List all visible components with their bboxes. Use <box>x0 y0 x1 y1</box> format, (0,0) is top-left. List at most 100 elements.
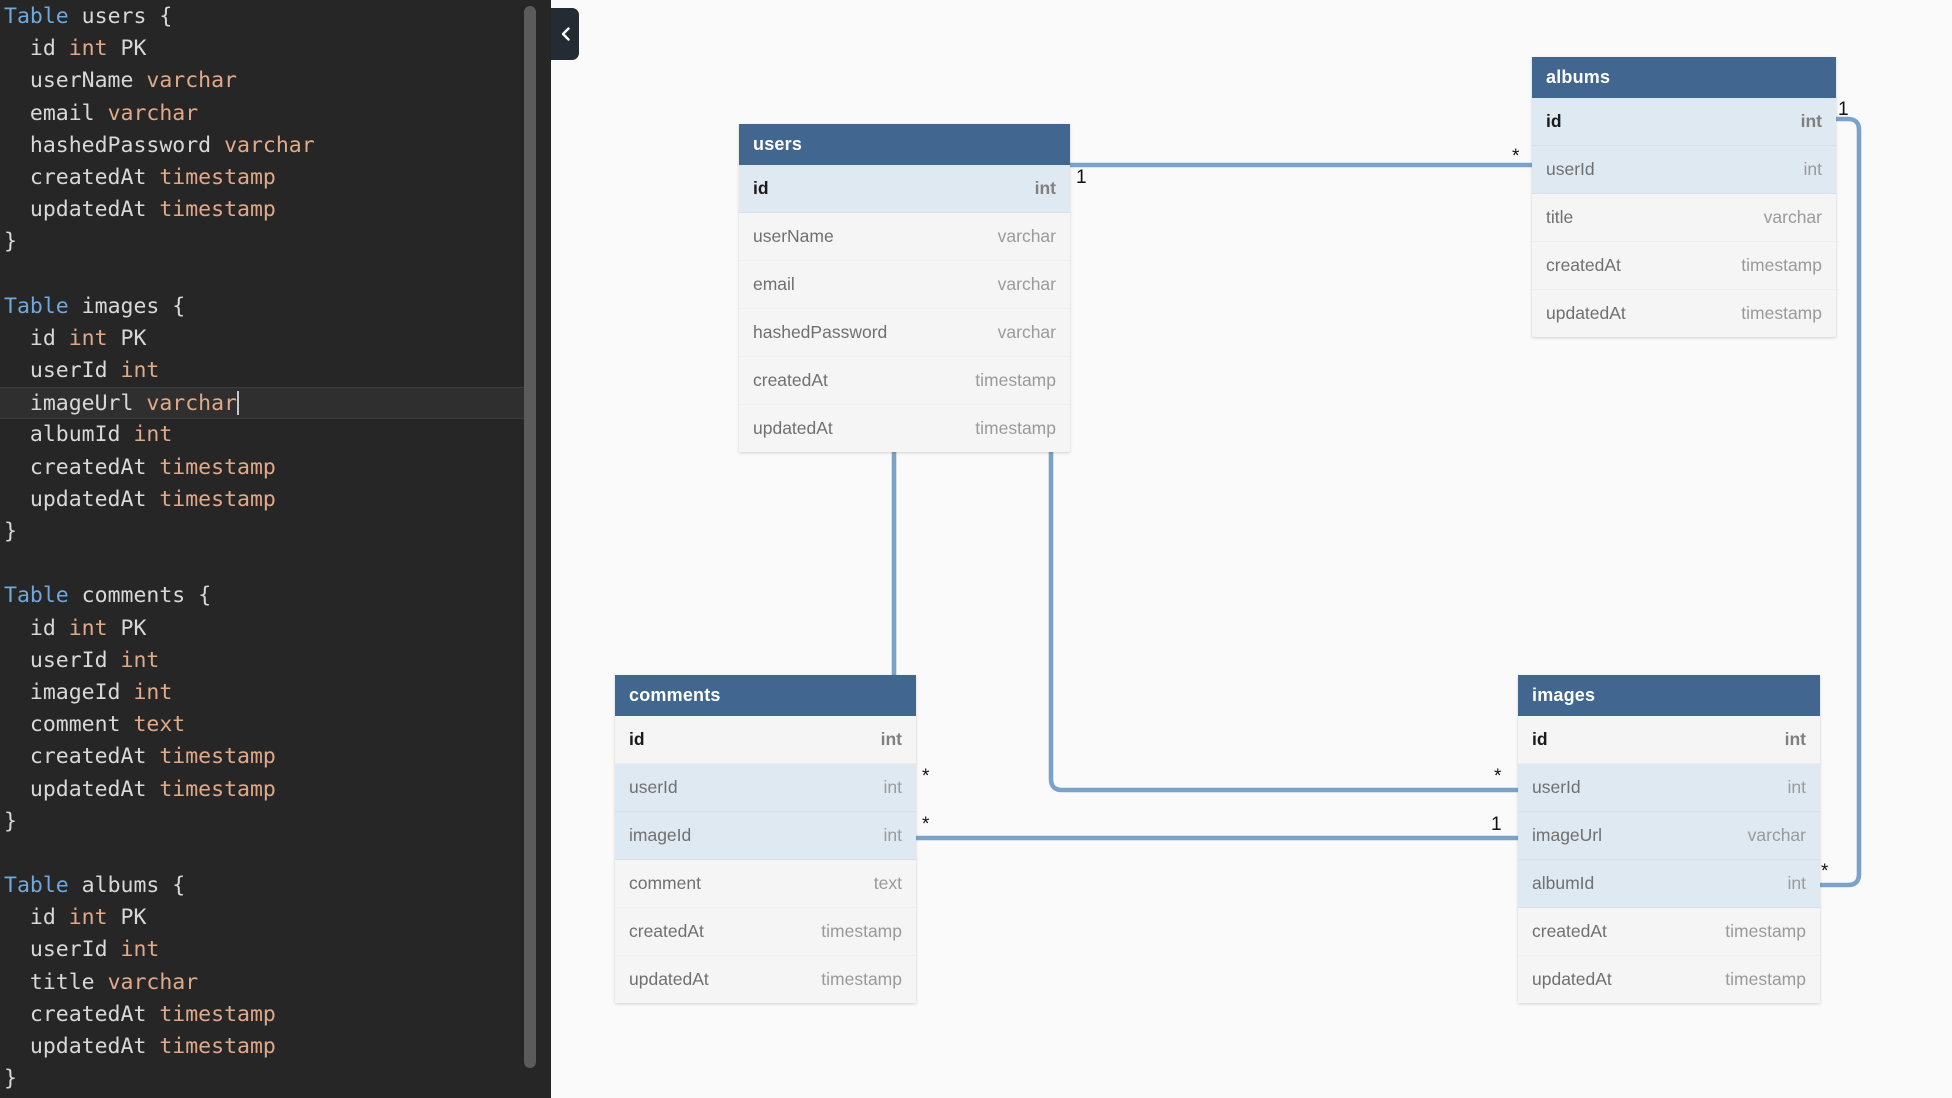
code-token: { <box>172 293 186 319</box>
erd-field-name: userId <box>1532 777 1581 797</box>
code-line[interactable]: userId int <box>0 355 551 387</box>
code-line[interactable]: Table albums { <box>0 870 551 902</box>
erd-field-name: userId <box>1546 159 1595 179</box>
code-token: Table <box>4 4 69 29</box>
code-token: PK <box>107 325 147 351</box>
code-line[interactable]: createdAt timestamp <box>0 162 551 194</box>
code-line[interactable]: imageUrl varchar <box>0 387 551 420</box>
erd-table-title[interactable]: albums <box>1532 57 1836 98</box>
code-line[interactable]: Table comments { <box>0 580 551 612</box>
cardinality-label: * <box>922 766 930 787</box>
code-line[interactable]: id int PK <box>0 902 551 934</box>
code-line[interactable]: updatedAt timestamp <box>0 194 551 226</box>
code-line[interactable]: albumId int <box>0 419 551 451</box>
cardinality-label: 1 <box>1076 167 1087 188</box>
code-line[interactable]: id int PK <box>0 33 551 65</box>
erd-field-type: timestamp <box>821 921 902 941</box>
code-line[interactable] <box>0 259 551 291</box>
cardinality-label: * <box>1512 146 1520 167</box>
erd-field-name: id <box>1532 729 1548 749</box>
code-line[interactable]: updatedAt timestamp <box>0 484 551 516</box>
code-token: comment <box>4 712 134 738</box>
erd-field-name: email <box>753 274 795 294</box>
code-line[interactable]: imageId int <box>0 677 551 709</box>
code-line[interactable]: } <box>0 226 551 258</box>
code-line[interactable]: updatedAt timestamp <box>0 1031 551 1063</box>
code-line[interactable]: } <box>0 1063 551 1095</box>
code-line[interactable]: } <box>0 516 551 548</box>
code-token: timestamp <box>159 776 276 802</box>
code-line[interactable]: email varchar <box>0 98 551 130</box>
code-line[interactable]: id int PK <box>0 613 551 645</box>
erd-field-name: createdAt <box>753 370 828 390</box>
editor-scrollbar-thumb[interactable] <box>524 6 536 1068</box>
erd-field-type: varchar <box>997 274 1056 294</box>
code-token: text <box>133 712 186 738</box>
erd-field-type: timestamp <box>975 370 1056 390</box>
code-line[interactable]: updatedAt timestamp <box>0 774 551 806</box>
erd-field-name: title <box>1546 207 1574 227</box>
erd-field-row[interactable]: email varchar <box>739 261 1070 309</box>
erd-table-title[interactable]: users <box>739 124 1070 165</box>
code-line[interactable]: Table images { <box>0 291 551 323</box>
code-token: { <box>172 873 186 899</box>
code-line[interactable]: comment text <box>0 709 551 741</box>
code-token: albums <box>68 873 173 899</box>
erd-field-row[interactable]: createdAt timestamp <box>739 357 1070 405</box>
code-line[interactable]: userId int <box>0 645 551 677</box>
code-line[interactable]: userName varchar <box>0 65 551 97</box>
code-editor-pane[interactable]: Table users { id int PK userName varchar… <box>0 0 551 1098</box>
code-token: createdAt <box>4 164 160 190</box>
code-token: createdAt <box>4 1001 160 1027</box>
code-line[interactable]: hashedPassword varchar <box>0 130 551 162</box>
code-line[interactable]: createdAt timestamp <box>0 999 551 1031</box>
code-line[interactable]: Table users { <box>0 1 551 33</box>
code-line[interactable]: createdAt timestamp <box>0 452 551 484</box>
code-line[interactable] <box>0 548 551 580</box>
collapse-sidebar-button[interactable] <box>551 8 579 60</box>
dbml-source-code[interactable]: Table users { id int PK userName varchar… <box>0 0 551 1095</box>
code-token: varchar <box>146 391 237 417</box>
erd-field-type: text <box>873 873 902 893</box>
erd-table-title[interactable]: images <box>1518 675 1820 716</box>
erd-field-type: timestamp <box>1725 969 1806 989</box>
code-line[interactable]: userId int <box>0 934 551 966</box>
cardinality-label: * <box>1821 861 1829 882</box>
code-line[interactable]: id int PK <box>0 323 551 355</box>
code-token: timestamp <box>159 1034 276 1059</box>
code-line[interactable] <box>0 838 551 870</box>
code-token: albumId <box>4 422 134 448</box>
code-line[interactable]: title varchar <box>0 967 551 999</box>
code-token: updatedAt <box>4 776 160 802</box>
code-line[interactable]: } <box>0 806 551 838</box>
erd-table-title[interactable]: comments <box>615 675 916 716</box>
erd-field-type: varchar <box>997 226 1056 246</box>
code-line[interactable]: createdAt timestamp <box>0 741 551 773</box>
